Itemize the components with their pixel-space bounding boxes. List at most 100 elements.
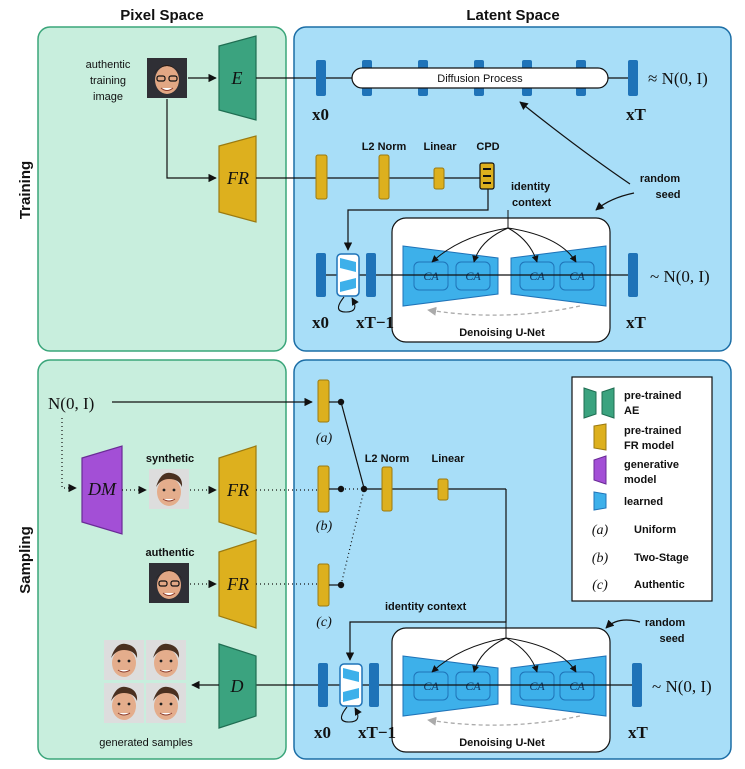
ca-attention-arrow: [505, 637, 539, 673]
l2-norm-bar: [378, 154, 390, 200]
synthetic-label: synthetic: [146, 453, 194, 465]
ca-attention-arrow: [472, 637, 507, 673]
ca-attention-arrow: [507, 227, 539, 263]
ca-attention-arrow: [431, 227, 509, 263]
fr-embedding-bar: [315, 154, 328, 200]
legend-gen-icon: [593, 455, 607, 485]
unet-label-sampling: Denoising U-Net: [459, 737, 545, 749]
skip-connection-dashed: [427, 305, 581, 316]
latent-space-header: Latent Space: [466, 7, 559, 24]
loop-arrow-training: [337, 296, 359, 313]
legend-fr-label-2: FR model: [624, 440, 674, 452]
diffusion-process-box: [351, 67, 609, 89]
l2-norm-label-sampling: L2 Norm: [365, 453, 410, 465]
random-seed-label-1-training: random: [640, 173, 681, 185]
identity-context-label-sampling: identity context: [385, 601, 467, 613]
skip-connection-dashed: [427, 715, 581, 726]
legend-c-symbol: (c): [592, 578, 608, 593]
identity-context-arrow-sampling: [345, 489, 507, 661]
noise-sim-label-training: ~ N(0, I): [650, 267, 710, 286]
linear-bar-sampling: [437, 478, 449, 501]
noise-approx-label: ≈ N(0, I): [648, 69, 708, 88]
x0-label-sampling: x0: [314, 723, 331, 742]
fr-block-sampling-synthetic: [218, 445, 257, 535]
fr-sampling-authentic-label: FR: [226, 574, 249, 594]
legend-c-label: Authentic: [634, 579, 685, 591]
legend-ae-label-1: pre-trained: [624, 390, 681, 402]
xT-1-label-sampling: xT−1: [358, 723, 396, 742]
option-c-bar: [317, 563, 330, 607]
linear-label-training: Linear: [423, 141, 457, 153]
pixel-space-header: Pixel Space: [120, 7, 203, 24]
latent-xT-bar-training-bottom: [628, 253, 638, 297]
ca-block: [559, 261, 595, 291]
ca-label: CA: [529, 679, 545, 693]
option-a-bar: [317, 379, 330, 423]
legend-ae-right-icon: [601, 387, 615, 419]
random-seed-label-2-sampling: seed: [659, 633, 684, 645]
latent-x0-bar-sampling: [318, 663, 328, 707]
legend-learned-icon: [593, 491, 607, 511]
option-a-label: (a): [316, 431, 333, 446]
dm-block: [81, 445, 123, 535]
xT-label-training-bottom: xT: [626, 313, 647, 332]
synthetic-face-image: [148, 468, 190, 510]
dm-label: DM: [87, 479, 117, 499]
option-a-switch-line: [340, 401, 365, 489]
random-seed-arrow-to-unet: [595, 192, 635, 211]
legend-b-label: Two-Stage: [634, 552, 689, 564]
xT-1-label-training: xT−1: [356, 313, 394, 332]
random-seed-label-1-sampling: random: [645, 617, 686, 629]
ca-block: [559, 671, 595, 701]
fr-block-sampling-authentic: [218, 539, 257, 629]
option-b-bar: [317, 465, 330, 513]
legend-ae-left-icon: [583, 387, 597, 419]
option-b-label: (b): [316, 519, 333, 534]
legend-gen-label-1: generative: [624, 459, 679, 471]
linear-bar: [433, 167, 445, 190]
random-seed-arrow-to-diffusion: [519, 101, 631, 185]
authentic-training-image-label-2: training: [90, 75, 126, 87]
fr-sampling-synthetic-label: FR: [226, 480, 249, 500]
loop-arrow-sampling: [340, 706, 362, 723]
sampling-side-label: Sampling: [17, 526, 34, 594]
ca-label: CA: [465, 679, 481, 693]
l2-norm-bar-sampling: [381, 466, 393, 512]
legend-fr-label-1: pre-trained: [624, 425, 681, 437]
diffusion-process-label: Diffusion Process: [437, 73, 523, 85]
training-side-label: Training: [17, 161, 34, 219]
ca-label: CA: [423, 679, 439, 693]
encoder-block: [218, 35, 257, 121]
xT-label-top: xT: [626, 105, 647, 124]
authentic-face-image-sampling: [148, 562, 190, 604]
fr-training-label: FR: [226, 168, 249, 188]
latent-xT-bar: [628, 60, 638, 96]
authentic-label: authentic: [146, 547, 195, 559]
ca-attention-arrow: [431, 637, 507, 673]
legend-ae-label-2: AE: [624, 405, 639, 417]
legend-gen-label-2: model: [624, 474, 656, 486]
cpd-label: CPD: [476, 141, 499, 153]
legend-b-symbol: (b): [592, 551, 609, 566]
unet-label-training: Denoising U-Net: [459, 327, 545, 339]
random-seed-label-2-training: seed: [655, 189, 680, 201]
ca-label: CA: [529, 269, 545, 283]
latent-xT-bar-sampling: [632, 663, 642, 707]
fr-block-training: [218, 135, 257, 223]
legend-learned-label: learned: [624, 496, 663, 508]
ca-label: CA: [569, 269, 585, 283]
ca-label: CA: [423, 269, 439, 283]
ca-attention-arrow: [472, 227, 509, 263]
authentic-training-face-image: [146, 57, 188, 99]
legend-a-label: Uniform: [634, 524, 676, 536]
authentic-training-image-label-1: authentic: [86, 59, 131, 71]
legend-a-symbol: (a): [592, 523, 609, 538]
l2-norm-label-training: L2 Norm: [362, 141, 407, 153]
identity-context-label-1: identity: [511, 181, 551, 193]
ca-block: [413, 261, 449, 291]
option-c-label: (c): [316, 615, 332, 630]
generated-samples-label: generated samples: [99, 737, 193, 749]
ca-label: CA: [465, 269, 481, 283]
encoder-label: E: [231, 68, 243, 88]
